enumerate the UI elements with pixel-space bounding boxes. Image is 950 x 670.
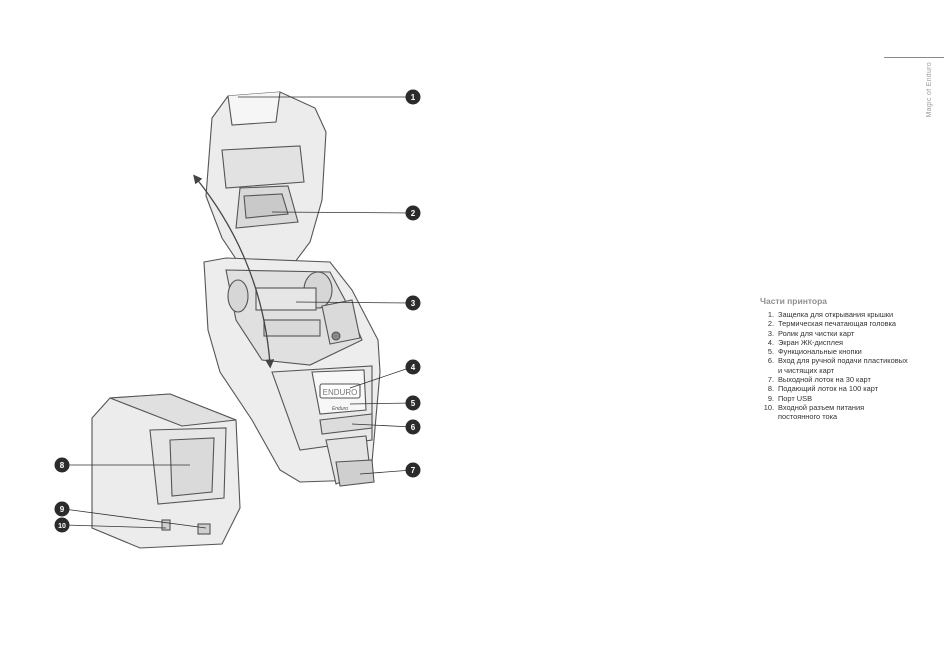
callout-7: 7 <box>405 462 421 478</box>
lid-open-arrow <box>193 174 275 369</box>
legend-item-text: Защелка для открывания крышки <box>778 310 894 319</box>
legend-item: 9. Порт USB <box>760 394 940 403</box>
legend-item-number: 1. <box>767 310 774 319</box>
legend-item: 10. Входной разъем питания <box>760 403 940 412</box>
callout-3: 3 <box>405 295 421 311</box>
side-label: Magic of Enduro <box>926 62 933 118</box>
brand-badge: Enduro <box>332 406 348 412</box>
svg-text:5: 5 <box>411 399 416 408</box>
legend-item: 2. Термическая печатающая головка <box>760 319 940 328</box>
legend-item-text: Порт USB <box>778 393 813 403</box>
callout-2: 2 <box>405 205 421 221</box>
legend-item-text: Ролик для чистки карт <box>778 328 855 338</box>
svg-text:8: 8 <box>60 461 65 470</box>
callout-8: 8 <box>54 457 70 473</box>
legend-item-continuation: и чистящих карт <box>778 365 835 375</box>
callout-10: 10 <box>54 517 70 533</box>
legend-item: 6. Вход для ручной подачи пластиковых <box>760 356 940 365</box>
svg-text:3: 3 <box>411 299 416 308</box>
legend-list: 1. Защелка для открывания крышки 2. Термиче… <box>760 310 940 422</box>
legend-item-number: 2. <box>767 319 774 329</box>
legend-item-number: 5. <box>767 347 774 357</box>
legend-title: Части принтора <box>760 296 828 306</box>
svg-text:7: 7 <box>411 466 416 475</box>
legend-item-text: Вход для ручной подачи пластиковых <box>778 356 908 366</box>
legend-item-number: 9. <box>767 393 774 403</box>
legend-item-continuation: постоянного тока <box>778 412 838 422</box>
callout-9: 9 <box>54 501 70 517</box>
parts-legend: Части принтора 1. Защелка для открывания … <box>760 296 940 422</box>
legend-item-text: Подающий лоток на 100 карт <box>778 384 879 394</box>
printer-rear-view <box>91 393 241 549</box>
legend-item: 8. Подающий лоток на 100 карт <box>760 384 940 393</box>
legend-item: 4. Экран ЖК-дисплея <box>760 338 940 347</box>
svg-text:9: 9 <box>60 505 65 514</box>
callout-1: 1 <box>405 89 421 105</box>
svg-text:1: 1 <box>411 93 416 102</box>
legend-item: 3. Ролик для чистки карт <box>760 329 940 338</box>
legend-item: 5. Функциональные кнопки <box>760 347 940 356</box>
callout-6: 6 <box>405 419 421 435</box>
legend-item-number: 6. <box>767 356 774 366</box>
legend-item-number: 3. <box>767 328 774 338</box>
legend-item-text: Выходной лоток на 30 карт <box>778 375 871 385</box>
callout-5: 5 <box>405 395 421 411</box>
svg-text:4: 4 <box>411 363 416 372</box>
legend-item-number: 4. <box>767 337 774 347</box>
legend-item-number: 10. <box>763 402 774 412</box>
side-rule <box>884 57 944 58</box>
legend-item-text: Термическая печатающая головка <box>778 319 897 329</box>
legend-item-number: 8. <box>767 384 774 394</box>
legend-item-text: Экран ЖК-дисплея <box>778 337 844 347</box>
callouts: 1 2 3 4 5 6 7 8 9 10 <box>54 89 421 533</box>
legend-item: 1. Защелка для открывания крышки <box>760 310 940 319</box>
callout-4: 4 <box>405 359 421 375</box>
svg-text:6: 6 <box>411 423 416 432</box>
legend-item-text: Функциональные кнопки <box>778 347 862 357</box>
leader-lines <box>63 96 413 529</box>
legend-item: 7. Выходной лоток на 30 карт <box>760 375 940 384</box>
legend-item-number: 7. <box>767 375 774 385</box>
legend-item-text: Входной разъем питания <box>778 402 865 412</box>
svg-text:10: 10 <box>58 523 66 530</box>
lcd-text: ENDURO <box>323 388 358 397</box>
svg-text:2: 2 <box>411 209 416 218</box>
